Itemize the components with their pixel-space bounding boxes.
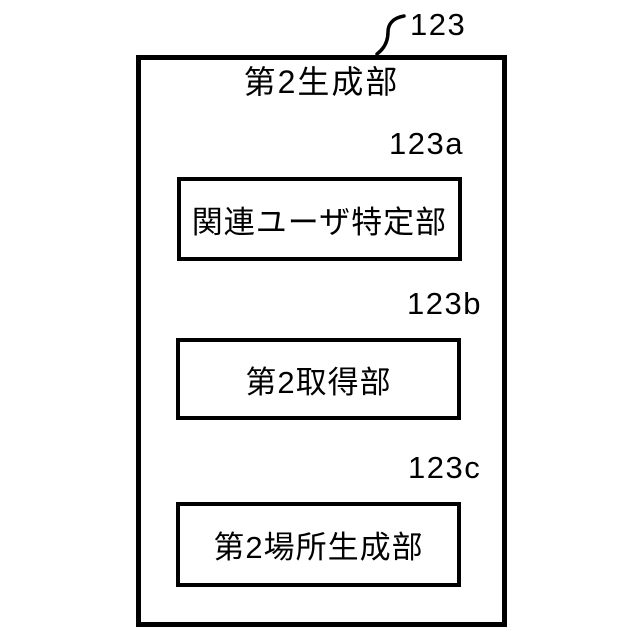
reference-numeral-123: 123 — [410, 7, 467, 42]
inner-box-related-user-identification-unit: 関連ユーザ特定部 — [177, 177, 462, 261]
reference-numeral-123a: 123a — [389, 126, 464, 161]
outer-box-title: 第2生成部 — [243, 64, 400, 100]
inner-box-label: 第2場所生成部 — [213, 530, 424, 565]
inner-box-label: 関連ユーザ特定部 — [191, 204, 448, 240]
inner-box-label: 第2取得部 — [245, 364, 392, 400]
inner-box-second-acquisition-unit: 第2取得部 — [176, 338, 461, 420]
reference-numeral-123b: 123b — [407, 286, 482, 321]
leader-line-123 — [375, 14, 406, 56]
reference-numeral-123c: 123c — [408, 450, 482, 485]
inner-box-second-location-generation-unit: 第2場所生成部 — [176, 502, 461, 587]
